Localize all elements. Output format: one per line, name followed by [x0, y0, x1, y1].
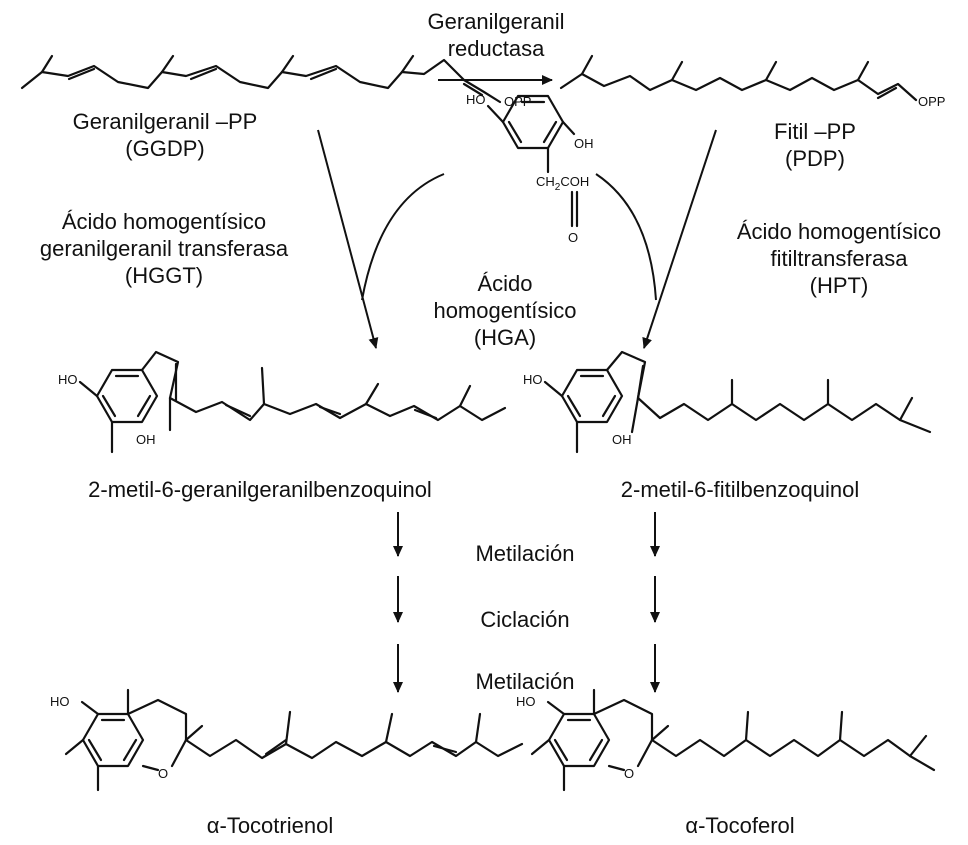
tocotrienol-structure: HO O [50, 688, 524, 792]
opp-label-right: OPP [918, 94, 945, 109]
hga-o: O [568, 230, 578, 245]
mpbq-label: 2-metil-6-fitilbenzoquinol [620, 477, 860, 502]
toco3-ho: HO [50, 694, 70, 709]
opp-label: OPP [504, 94, 531, 109]
tocoferol-structure: HO O [516, 688, 936, 792]
mggbq-oh: OH [136, 432, 156, 447]
hpt-label: Ácido homogentísico fitiltransferasa (HP… [736, 219, 942, 298]
tocoferol-o: O [624, 766, 634, 781]
ggdp-label: Geranilgeranil –PP (GGDP) [72, 109, 258, 161]
pdp-label: Fitil –PP (PDP) [774, 119, 856, 171]
hga-to-right-arrow [595, 173, 657, 301]
tocoferol-ho: HO [516, 694, 536, 709]
hggt-label: Ácido homogentísico geranilgeranil trans… [39, 209, 289, 288]
reductase-label: Geranilgeranil reductasa [427, 9, 565, 61]
step-ciclacion: Ciclación [480, 607, 570, 632]
hga-label: Ácido homogentísico (HGA) [433, 271, 577, 350]
hga-ho: HO [466, 92, 486, 107]
pdp-to-mpbq-arrow [642, 129, 717, 349]
ggdp-to-mggbq-arrow [317, 129, 379, 349]
mpbq-structure: HO OH [523, 350, 932, 454]
mpbq-oh: OH [612, 432, 632, 447]
hga-structure: HO OH CH2COH O [466, 92, 594, 245]
mggbq-ho: HO [58, 372, 78, 387]
ggdp-structure: OPP [20, 54, 531, 109]
hga-oh: OH [574, 136, 594, 151]
mggbq-label: 2-metil-6-geranilgeranilbenzoquinol [88, 477, 432, 502]
hga-side-chain: CH2COH [536, 174, 589, 193]
pdp-structure: OPP [559, 54, 945, 109]
hga-to-left-arrow [361, 173, 445, 301]
tocotrienol-label: α-Tocotrienol [206, 813, 334, 838]
mpbq-ho: HO [523, 372, 543, 387]
mggbq-structure: HO OH [58, 350, 507, 454]
toco3-o: O [158, 766, 168, 781]
tocoferol-label: α-Tocoferol [685, 813, 795, 838]
step-metilacion-2: Metilación [475, 669, 575, 694]
step-metilacion-1: Metilación [475, 541, 575, 566]
